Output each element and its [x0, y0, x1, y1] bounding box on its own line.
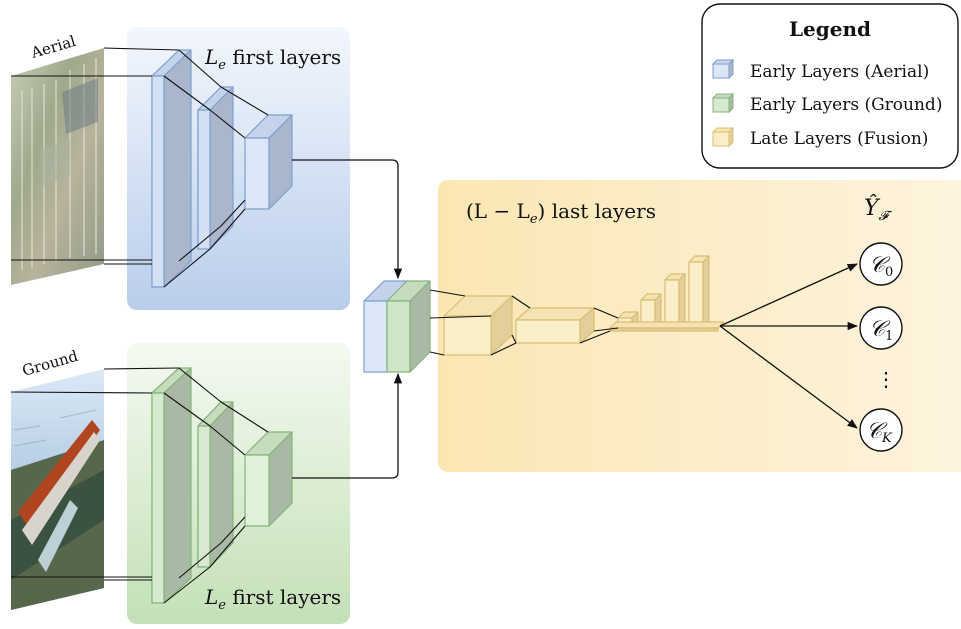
class-ellipsis: ⋮: [876, 367, 896, 391]
ground-branch-title: Le first layers: [204, 585, 341, 613]
legend: Legend Early Layers (Aerial) Early Layer…: [701, 3, 959, 169]
legend-swatch-fusion: [711, 126, 735, 148]
legend-item-ground: Early Layers (Ground): [750, 95, 942, 115]
legend-swatch-ground: [711, 92, 735, 114]
legend-item-aerial: Early Layers (Aerial): [750, 62, 929, 82]
legend-swatch-aerial: [711, 58, 735, 80]
ground-input-label: Ground: [20, 347, 80, 380]
class-node-c1: [859, 306, 903, 350]
fusion-title: (L − Le) last layers: [466, 199, 656, 227]
class-node-c0: [859, 242, 903, 286]
aerial-encoder-layers: [151, 49, 293, 288]
legend-item-fusion: Late Layers (Fusion): [750, 129, 928, 149]
aerial-image: [11, 48, 104, 285]
aerial-to-fusion-arrow: [292, 159, 403, 280]
aerial-input-label: Aerial: [28, 32, 78, 62]
class-node-ck: [859, 408, 903, 452]
ground-to-fusion-arrow: [292, 372, 403, 479]
fusion-projection-lines: [429, 289, 619, 356]
ground-projection-lines: [10, 367, 269, 604]
ground-image: [11, 369, 104, 610]
legend-title: Legend: [789, 17, 871, 41]
concatenated-features: [363, 280, 431, 373]
ground-encoder-layers: [151, 367, 293, 604]
aerial-projection-lines: [11, 47, 269, 288]
fusion-layers: [443, 255, 725, 356]
aerial-branch-title: Le first layers: [204, 45, 341, 73]
output-arrows: [719, 263, 859, 429]
